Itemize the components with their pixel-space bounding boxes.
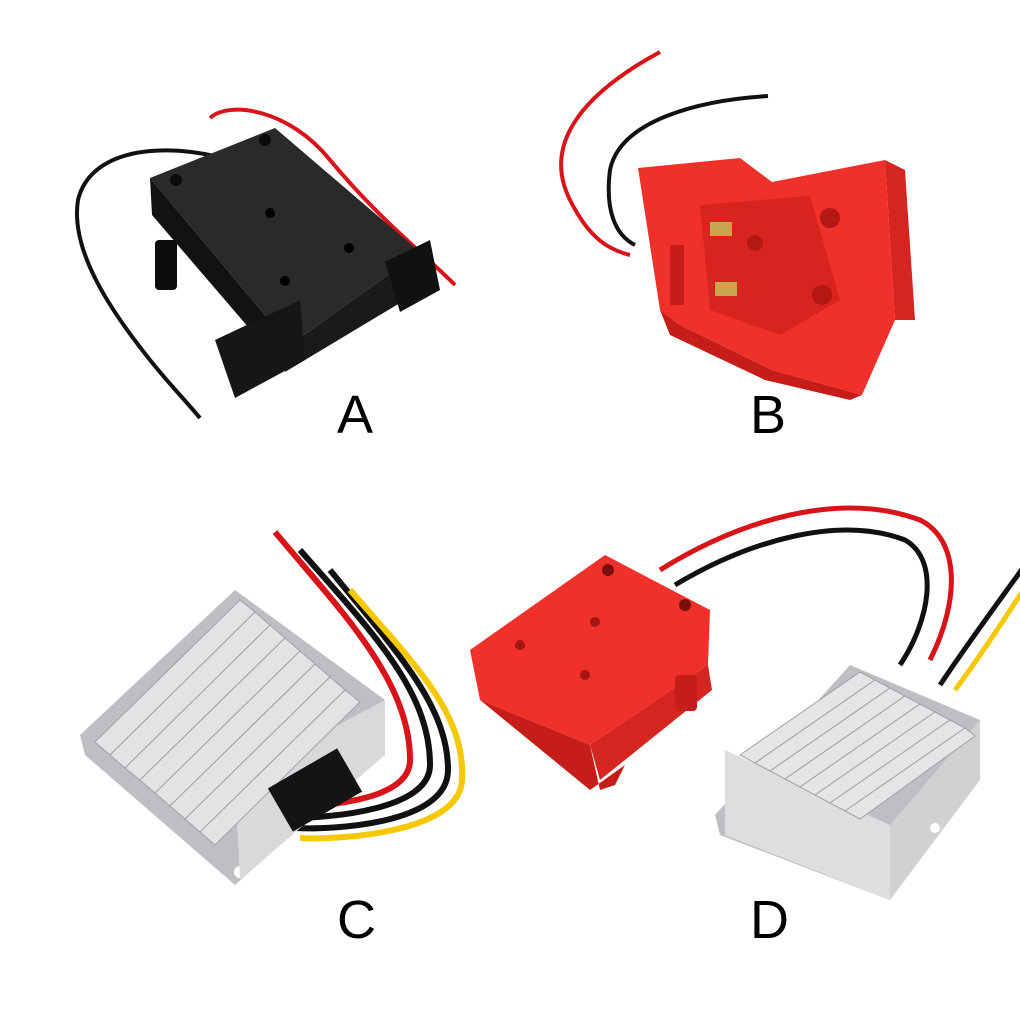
product-d-adapter-converter-set [440, 480, 1020, 1020]
product-a-black-adapter [0, 0, 510, 480]
red-adapter-illustration [559, 50, 915, 400]
converter-illustration [80, 530, 466, 885]
adapter-converter-set-illustration [470, 505, 1020, 900]
product-b-red-adapter [510, 0, 1020, 480]
black-adapter-illustration [75, 107, 457, 420]
label-a: A [337, 385, 374, 445]
label-c: C [337, 890, 376, 950]
label-d: D [750, 890, 789, 950]
product-c-aluminum-converter [0, 480, 470, 1020]
label-b: B [750, 385, 787, 445]
